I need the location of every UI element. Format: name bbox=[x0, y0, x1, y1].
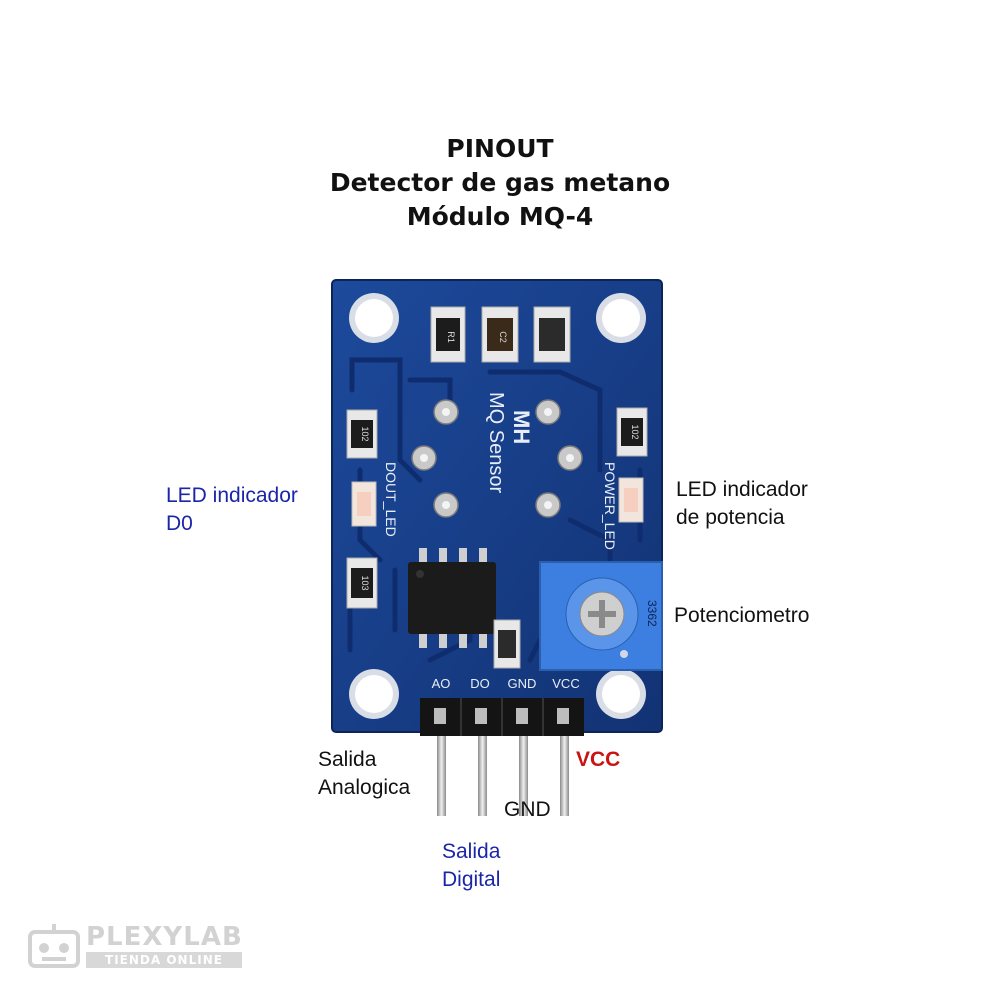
callout-led-d0: LED indicador D0 bbox=[166, 484, 298, 535]
dout-led-label: DOUT_LED bbox=[383, 462, 399, 537]
smd-resistor-left-top bbox=[346, 409, 378, 459]
header-pins bbox=[437, 736, 569, 816]
pin-label-do: DO bbox=[470, 676, 490, 691]
title-line-pinout: PINOUT bbox=[446, 134, 554, 163]
pin-vcc bbox=[560, 736, 569, 816]
label-r5: 102 bbox=[630, 424, 640, 439]
callout-potenciometro: Potenciometro bbox=[674, 604, 810, 627]
sensor-label: MQ Sensor bbox=[485, 392, 507, 493]
callout-led-power: LED indicador de potencia bbox=[676, 478, 808, 529]
smd-capacitor-top bbox=[533, 306, 571, 363]
brand-mh: MH bbox=[509, 410, 534, 444]
label-c2: C2 bbox=[498, 331, 508, 343]
pin-label-ao: AO bbox=[432, 676, 451, 691]
watermark-logo: PLEXYLAB TIENDA ONLINE bbox=[26, 922, 246, 972]
pin-label-vcc: VCC bbox=[552, 676, 579, 691]
pin-label-gnd: GND bbox=[508, 676, 537, 691]
title-line-module: Módulo MQ-4 bbox=[406, 202, 594, 231]
ic-chip bbox=[408, 548, 496, 648]
callout-salida-digital: Salida Digital bbox=[442, 840, 501, 891]
robot-face-icon bbox=[28, 924, 80, 968]
mounting-holes bbox=[349, 293, 646, 719]
potentiometer bbox=[539, 561, 663, 671]
smd-resistor-left-bottom bbox=[346, 557, 378, 609]
pin-header bbox=[420, 698, 584, 736]
smd-resistor-right bbox=[616, 407, 648, 457]
smd-resistor-r1 bbox=[430, 306, 466, 363]
callout-vcc: VCC bbox=[576, 748, 621, 771]
power-led-label: POWER_LED bbox=[602, 462, 618, 550]
dout-led bbox=[351, 481, 377, 527]
watermark-sub: TIENDA ONLINE bbox=[86, 952, 242, 968]
label-r1: R1 bbox=[446, 331, 456, 343]
label-r2: 102 bbox=[360, 426, 370, 441]
sensor-pad-leads bbox=[420, 408, 574, 509]
callout-salida-analogica: Salida Analogica bbox=[318, 748, 411, 799]
smd-capacitor-c2 bbox=[481, 306, 519, 363]
trimmer-code: 3362 bbox=[645, 600, 659, 627]
pin-do bbox=[478, 736, 487, 816]
smd-capacitor-bottom bbox=[493, 619, 521, 669]
power-led bbox=[618, 477, 644, 523]
pin-gnd bbox=[519, 736, 528, 816]
label-r4: 103 bbox=[360, 575, 370, 590]
callout-gnd: GND bbox=[504, 798, 551, 821]
title-line-detector: Detector de gas metano bbox=[329, 168, 671, 197]
page-title: PINOUT Detector de gas metano Módulo MQ-… bbox=[0, 132, 1000, 234]
pin-ao bbox=[437, 736, 446, 816]
watermark-brand: PLEXYLAB bbox=[86, 922, 243, 952]
